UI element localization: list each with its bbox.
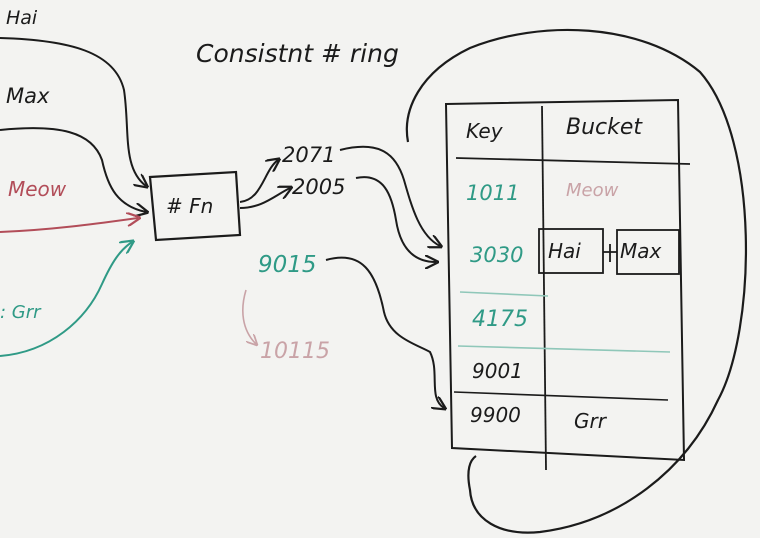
arrow-9015-to-table xyxy=(325,256,444,408)
arrow-grr-to-hash xyxy=(0,242,132,357)
hash-function-label: # Fn xyxy=(166,194,213,218)
input-label-grr: : Grr xyxy=(0,302,42,323)
bucket-item-label: Max xyxy=(620,239,662,263)
table-row-separator xyxy=(459,291,549,297)
bucket-link-connector xyxy=(603,244,617,262)
hash-value-2005: 2005 xyxy=(292,175,345,199)
arrow-hai-to-hash xyxy=(0,37,146,186)
table-header-key: Key xyxy=(466,119,504,143)
arrow-faint-to-10115 xyxy=(242,289,256,344)
table-cell-key: 9001 xyxy=(472,359,523,383)
bucket-item-box xyxy=(538,228,604,274)
arrow-hash-to-2071 xyxy=(239,160,278,203)
bucket-item-label: Hai xyxy=(548,239,581,263)
input-label-meow: Meow xyxy=(8,177,67,201)
hash-value-2071: 2071 xyxy=(282,143,335,167)
table-row-separator xyxy=(457,345,671,353)
bucket-item-box xyxy=(616,229,680,275)
ring-curve xyxy=(405,28,748,534)
table-header-separator xyxy=(455,157,691,165)
table-row-separator xyxy=(453,391,669,401)
arrow-max-to-hash xyxy=(0,127,146,212)
table-cell-key: 3030 xyxy=(470,243,523,267)
table-cell-key: 9900 xyxy=(470,403,521,427)
table-cell-key: 4175 xyxy=(472,307,528,332)
table-header-bucket: Bucket xyxy=(566,115,643,140)
table-cell-bucket: Grr xyxy=(574,409,608,433)
arrow-2005-to-table xyxy=(355,176,436,262)
hash-value-9015: 9015 xyxy=(258,252,317,278)
table-frame xyxy=(444,98,686,462)
arrow-2071-to-table xyxy=(339,145,440,246)
input-label-hai: Hai xyxy=(6,7,38,29)
input-label-max: Max xyxy=(6,84,50,108)
hash-function-box xyxy=(148,170,242,242)
table-column-divider xyxy=(541,105,547,471)
table-cell-key: 1011 xyxy=(466,181,519,205)
arrow-hash-to-2005 xyxy=(239,188,290,209)
arrow-meow-to-hash xyxy=(0,218,138,233)
table-cell-bucket: Meow xyxy=(566,180,619,201)
diagram-title: Consistnt # ring xyxy=(196,39,399,68)
hash-value-10115: 10115 xyxy=(260,339,330,364)
